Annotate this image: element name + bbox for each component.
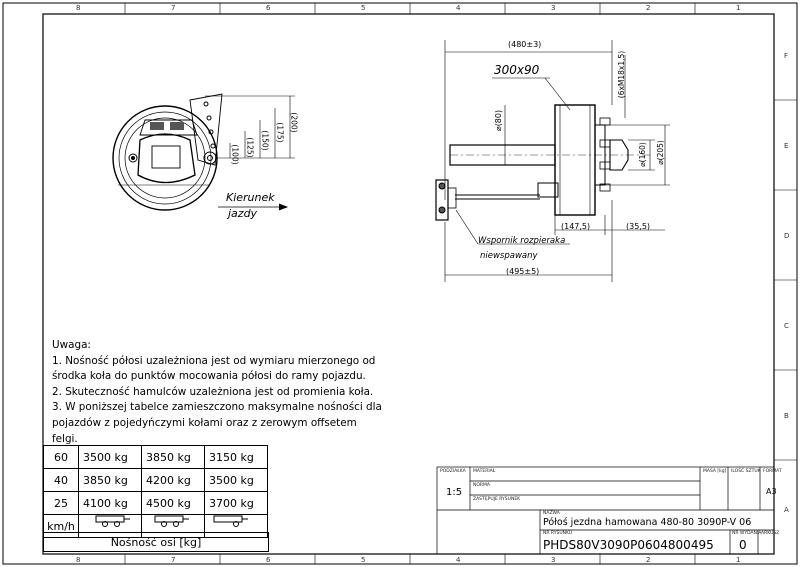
dim-200: (200) [289,112,299,133]
note-line: środka koła do punktów mocowania półosi … [52,370,366,383]
col-label: 1 [736,556,741,564]
load-cell: 4500 kg [141,491,205,515]
col-label: 7 [171,4,176,12]
load-cell: 3850 kg [78,468,142,492]
col-label: 7 [171,556,176,564]
bracket-label: Wspornik rozpieraka [478,236,566,246]
table-row: 60 3500 kg 3850 kg 3150 kg [43,445,268,469]
load-cell: 3150 kg [204,445,268,469]
format-value: A3 [766,487,777,496]
speed-cell: 60 [43,445,79,469]
row-label: A [784,506,789,514]
row-label: F [784,52,789,60]
dim-pcd: ⌀(160) [637,142,647,167]
row-label: E [784,142,789,150]
dim-125: (125) [245,137,255,158]
col-label: 6 [266,556,271,564]
direction-label: Kierunek [226,191,275,204]
col-label: 5 [361,556,366,564]
dim-axle-dia: ⌀(80) [494,109,504,132]
table-row: km/h [43,514,268,538]
dim-175: (175) [275,122,285,143]
load-table: 60 3500 kg 3850 kg 3150 kg 40 3850 kg 42… [43,445,268,538]
note-line: 2. Skuteczność hamulców uzależniona jest… [52,385,374,398]
col-label: 4 [456,4,461,12]
dim-147: (147,5) [561,222,591,231]
dim-480: (480±3) [508,40,542,49]
col-label: 3 [551,556,556,564]
row-label: D [784,232,790,240]
row-label: B [784,412,789,420]
speed-cell: 25 [43,491,79,515]
dim-35: (35,5) [626,222,651,231]
trailer-two-axle-icon [78,514,142,538]
side-view [112,93,223,211]
load-cell: 4100 kg [78,491,142,515]
note-line: pojazdów z pojedyńczymi kołami oraz z ze… [52,416,357,429]
col-label: 5 [361,4,366,12]
drawing-no-label: NR RYSUNKU [543,531,573,536]
format-label: FORMAT [763,469,782,474]
edition-value: 0 [739,538,747,552]
table-caption: Nośność osi [kg] [43,532,269,552]
note-line: 1. Nośność półosi uzależniona jest od wy… [52,354,376,367]
col-label: 3 [551,4,556,12]
dim-hub: ⌀(205) [655,140,665,165]
scale-value: 1:5 [446,487,463,498]
name-label: NAZWA [543,511,560,516]
table-row: 40 3850 kg 4200 kg 3500 kg [43,468,268,492]
row-label: C [784,322,789,330]
load-cell: 4200 kg [141,468,205,492]
note-line: 3. W poniższej tabelce zamieszczono maks… [52,401,382,414]
table-row: 25 4100 kg 4500 kg 3700 kg [43,491,268,515]
col-label: 2 [646,4,651,12]
qty-label: ILOŚĆ SZTUK [731,469,761,474]
brake-size-label: 300x90 [494,63,540,77]
notes-title: Uwaga: [52,339,91,351]
drawing-number: PHDS80V3090P0604800495 [543,538,714,552]
dim-150: (150) [260,130,270,151]
dim-studs: (6xM18x1,5) [617,50,627,99]
col-label: 8 [76,556,81,564]
material-label: MATERIAŁ [473,469,496,474]
col-label: 6 [266,4,271,12]
trailer-two-axle-icon [141,514,205,538]
note-line: felgi. [52,432,78,445]
part-name: Półoś jezdna hamowana 480-80 3090P-V 06 [543,517,752,528]
load-cell: 3500 kg [78,445,142,469]
load-cell: 3700 kg [204,491,268,515]
mass-label: MASA [kg] [703,469,727,474]
unit-cell: km/h [43,514,79,538]
scale-label: PODZIAŁKA [440,469,466,474]
bracket-label: niewspawany [480,251,538,261]
replaces-label: ZASTĘPUJE RYSUNEK [473,497,521,502]
direction-label: jazdy [228,207,258,220]
dim-100: (100) [230,144,240,165]
trailer-single-axle-icon [204,514,268,538]
col-label: 1 [736,4,741,12]
front-view [435,40,670,282]
edition-label: NR WYDANIA [732,531,762,536]
load-cell: 3500 kg [204,468,268,492]
norm-label: NORMA [473,483,490,488]
sheet-label: ARKUSZ [761,531,780,536]
col-label: 2 [646,556,651,564]
col-label: 4 [456,556,461,564]
notes: Uwaga: 1. Nośność półosi uzależniona jes… [52,338,397,447]
col-label: 8 [76,4,81,12]
dim-495: (495±5) [506,267,540,276]
speed-cell: 40 [43,468,79,492]
load-cell: 3850 kg [141,445,205,469]
